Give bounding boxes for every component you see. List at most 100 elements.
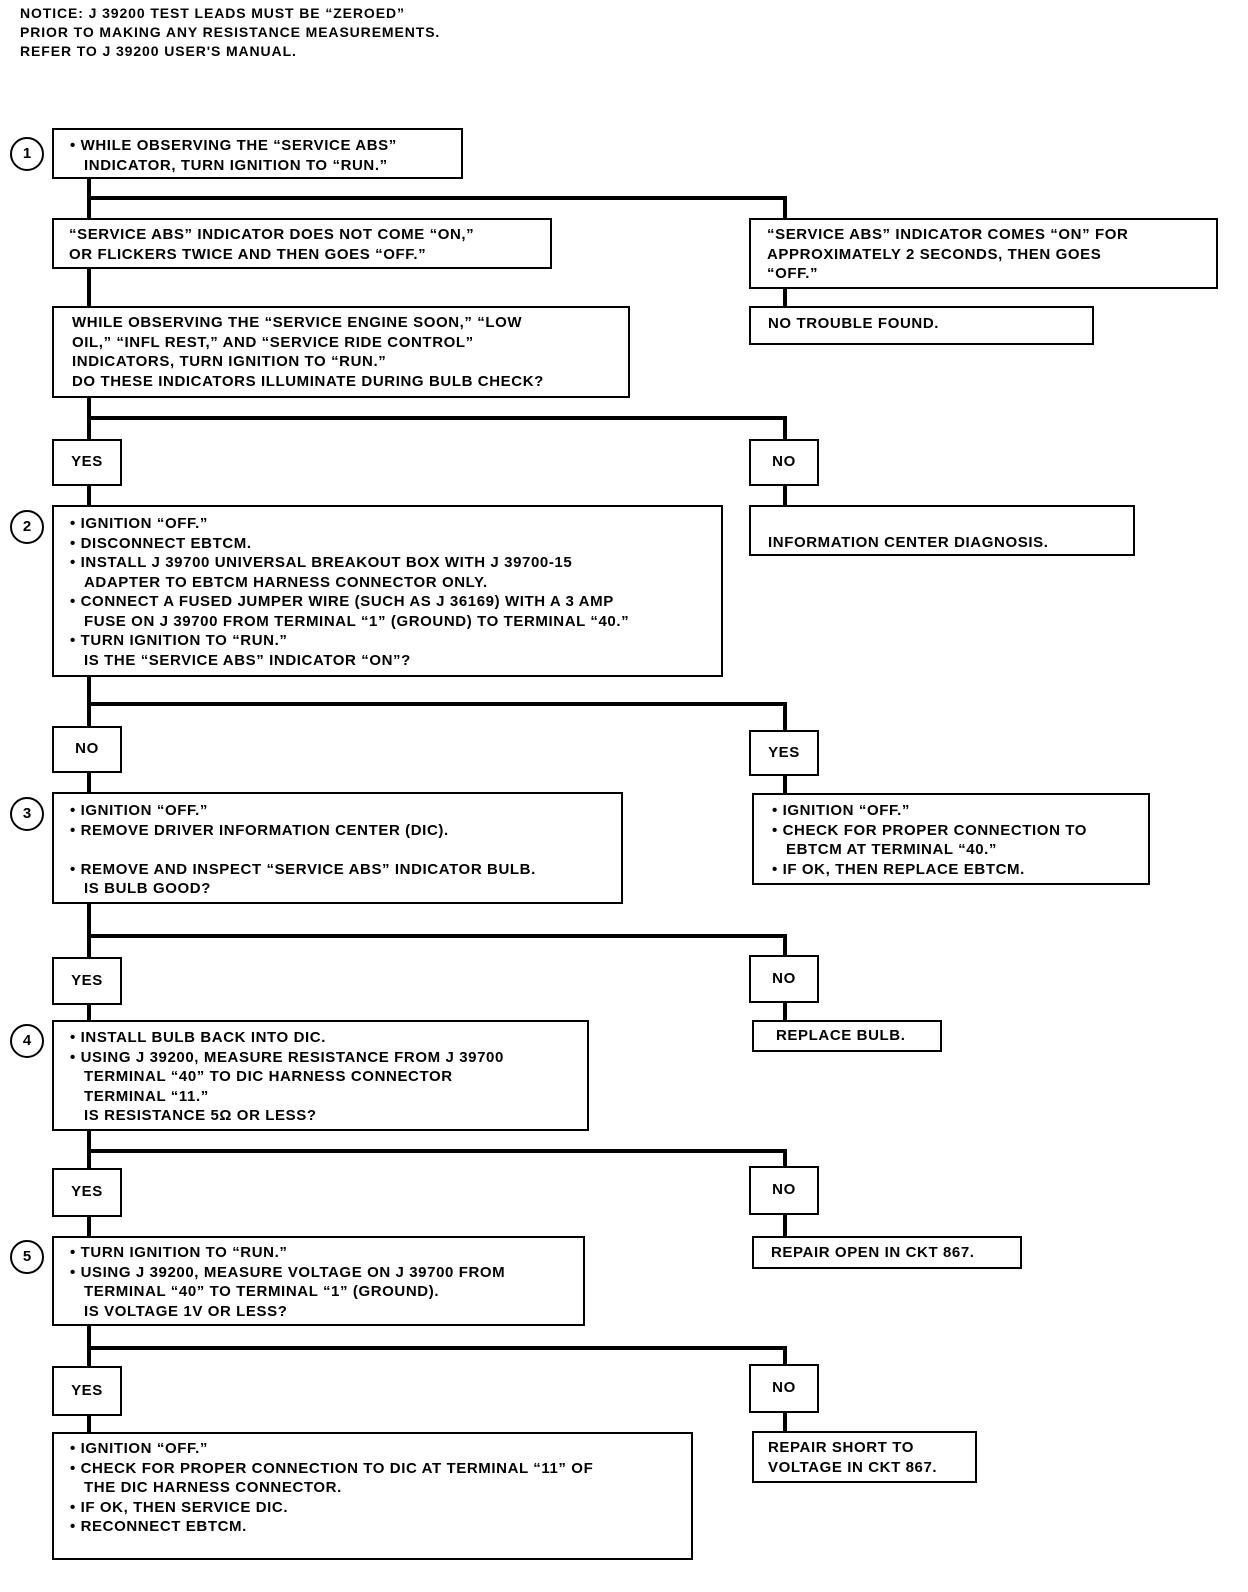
no-label: NO (749, 439, 819, 486)
step-5-box (52, 1236, 585, 1326)
service-dic-line: • RECONNECT EBTCM. (70, 1518, 247, 1535)
no-label: NO (749, 1166, 819, 1215)
connector (87, 702, 787, 706)
observe-line: WHILE OBSERVING THE “SERVICE ENGINE SOON… (72, 314, 523, 331)
repair-short-line: VOLTAGE IN CKT 867. (768, 1458, 938, 1476)
step-5-line: TERMINAL “40” TO TERMINAL “1” (GROUND). (84, 1283, 440, 1300)
connector (87, 1346, 787, 1350)
connector (783, 1002, 787, 1022)
step-3-line: IS BULB GOOD? (84, 880, 211, 897)
abs-on-line: APPROXIMATELY 2 SECONDS, THEN GOES (767, 245, 1102, 263)
step-3-text: • IGNITION “OFF.” • REMOVE DRIVER INFORM… (70, 801, 536, 899)
notice-line: PRIOR TO MAKING ANY RESISTANCE MEASUREME… (20, 24, 441, 40)
step-2-line: • INSTALL J 39700 UNIVERSAL BREAKOUT BOX… (70, 554, 573, 571)
notice: NOTICE: J 39200 TEST LEADS MUST BE “ZERO… (20, 4, 440, 61)
repair-open-box (752, 1236, 1022, 1269)
observe-line: INDICATORS, TURN IGNITION TO “RUN.” (72, 353, 387, 370)
replace-bulb-box (752, 1020, 942, 1052)
step-4-line: TERMINAL “40” TO DIC HARNESS CONNECTOR (84, 1068, 453, 1085)
connector (783, 416, 787, 439)
step-2-line: • TURN IGNITION TO “RUN.” (70, 632, 288, 649)
no-label: NO (749, 1364, 819, 1413)
step-4-text: • INSTALL BULB BACK INTO DIC. • USING J … (70, 1028, 504, 1126)
connector (87, 676, 91, 727)
step-5-line: • USING J 39200, MEASURE VOLTAGE ON J 39… (70, 1263, 506, 1281)
step-2-line: IS THE “SERVICE ABS” INDICATOR “ON”? (84, 651, 411, 669)
abs-not-on-line: OR FLICKERS TWICE AND THEN GOES “OFF.” (69, 245, 427, 263)
step-3-line: • REMOVE AND INSPECT “SERVICE ABS” INDIC… (70, 860, 536, 878)
repair-short-line: REPAIR SHORT TO (768, 1439, 914, 1456)
observe-line: OIL,” “INFL REST,” AND “SERVICE RIDE CON… (72, 333, 474, 351)
connector (87, 903, 91, 958)
observe-indicators-box (52, 306, 630, 398)
connector (783, 934, 787, 956)
connector (87, 485, 91, 507)
abs-on-box (749, 218, 1218, 289)
replace-ebtcm-box (752, 793, 1150, 885)
connector (783, 196, 787, 218)
replace-ebtcm-line: • CHECK FOR PROPER CONNECTION TO (772, 821, 1088, 839)
step-2-line: • DISCONNECT EBTCM. (70, 534, 252, 552)
connector (783, 1346, 787, 1366)
yes-label: YES (749, 730, 819, 776)
repair-short-text: REPAIR SHORT TO VOLTAGE IN CKT 867. (768, 1438, 937, 1477)
service-dic-line: • IF OK, THEN SERVICE DIC. (70, 1498, 289, 1516)
connector (87, 1415, 91, 1435)
step-2-box (52, 505, 723, 677)
step-2-line: • CONNECT A FUSED JUMPER WIRE (SUCH AS J… (70, 593, 614, 610)
connector (783, 485, 787, 507)
abs-on-line: “OFF.” (767, 265, 819, 282)
info-center-text: INFORMATION CENTER DIAGNOSIS. (768, 534, 1049, 551)
repair-open-text: REPAIR OPEN IN CKT 867. (771, 1244, 975, 1261)
step-4-line: • USING J 39200, MEASURE RESISTANCE FROM… (70, 1048, 504, 1066)
observe-line: DO THESE INDICATORS ILLUMINATE DURING BU… (72, 372, 544, 390)
connector (87, 934, 787, 938)
no-trouble-box (749, 306, 1094, 345)
service-dic-line: THE DIC HARNESS CONNECTOR. (84, 1479, 342, 1496)
step-4-line: • INSTALL BULB BACK INTO DIC. (70, 1029, 326, 1046)
connector (783, 775, 787, 795)
step-2-line: ADAPTER TO EBTCM HARNESS CONNECTOR ONLY. (84, 573, 488, 591)
step-5-line: IS VOLTAGE 1V OR LESS? (84, 1302, 288, 1320)
connector (87, 196, 787, 200)
step-number-2: 2 (10, 510, 44, 544)
step-number-5: 5 (10, 1240, 44, 1274)
info-center-box (749, 505, 1135, 556)
step-4-line: IS RESISTANCE 5Ω OR LESS? (84, 1107, 317, 1124)
abs-not-on-box (52, 218, 552, 269)
notice-line: NOTICE: J 39200 TEST LEADS MUST BE “ZERO… (20, 5, 405, 21)
step-5-line: • TURN IGNITION TO “RUN.” (70, 1244, 288, 1261)
observe-indicators-text: WHILE OBSERVING THE “SERVICE ENGINE SOON… (72, 313, 544, 391)
step-2-text: • IGNITION “OFF.” • DISCONNECT EBTCM. • … (70, 514, 629, 670)
connector (783, 702, 787, 731)
step-3-line: • REMOVE DRIVER INFORMATION CENTER (DIC)… (70, 821, 449, 839)
abs-on-line: “SERVICE ABS” INDICATOR COMES “ON” FOR (767, 226, 1129, 243)
replace-ebtcm-line: EBTCM AT TERMINAL “40.” (786, 841, 998, 858)
no-label: NO (749, 955, 819, 1003)
step-1-text: • WHILE OBSERVING THE “SERVICE ABS” INDI… (70, 136, 397, 175)
no-label: NO (52, 726, 122, 773)
service-dic-line: • CHECK FOR PROPER CONNECTION TO DIC AT … (70, 1459, 594, 1477)
step-1-box (52, 128, 463, 179)
no-trouble-text: NO TROUBLE FOUND. (768, 315, 940, 332)
connector (783, 288, 787, 308)
connector (783, 1214, 787, 1238)
yes-label: YES (52, 1366, 122, 1416)
notice-line: REFER TO J 39200 USER'S MANUAL. (20, 43, 297, 59)
step-4-box (52, 1020, 589, 1131)
step-2-line: • IGNITION “OFF.” (70, 515, 208, 532)
service-dic-line: • IGNITION “OFF.” (70, 1440, 208, 1457)
connector (87, 1149, 787, 1153)
step-3-line: • IGNITION “OFF.” (70, 802, 208, 819)
replace-ebtcm-text: • IGNITION “OFF.” • CHECK FOR PROPER CON… (772, 801, 1087, 879)
step-4-line: TERMINAL “11.” (84, 1087, 209, 1105)
yes-label: YES (52, 957, 122, 1005)
replace-ebtcm-line: • IF OK, THEN REPLACE EBTCM. (772, 860, 1025, 878)
replace-bulb-text: REPLACE BULB. (776, 1027, 906, 1044)
abs-not-on-line: “SERVICE ABS” INDICATOR DOES NOT COME “O… (69, 226, 475, 243)
connector (87, 1004, 91, 1022)
step-2-line: FUSE ON J 39700 FROM TERMINAL “1” (GROUN… (84, 612, 630, 630)
yes-label: YES (52, 1168, 122, 1217)
connector (87, 268, 91, 306)
